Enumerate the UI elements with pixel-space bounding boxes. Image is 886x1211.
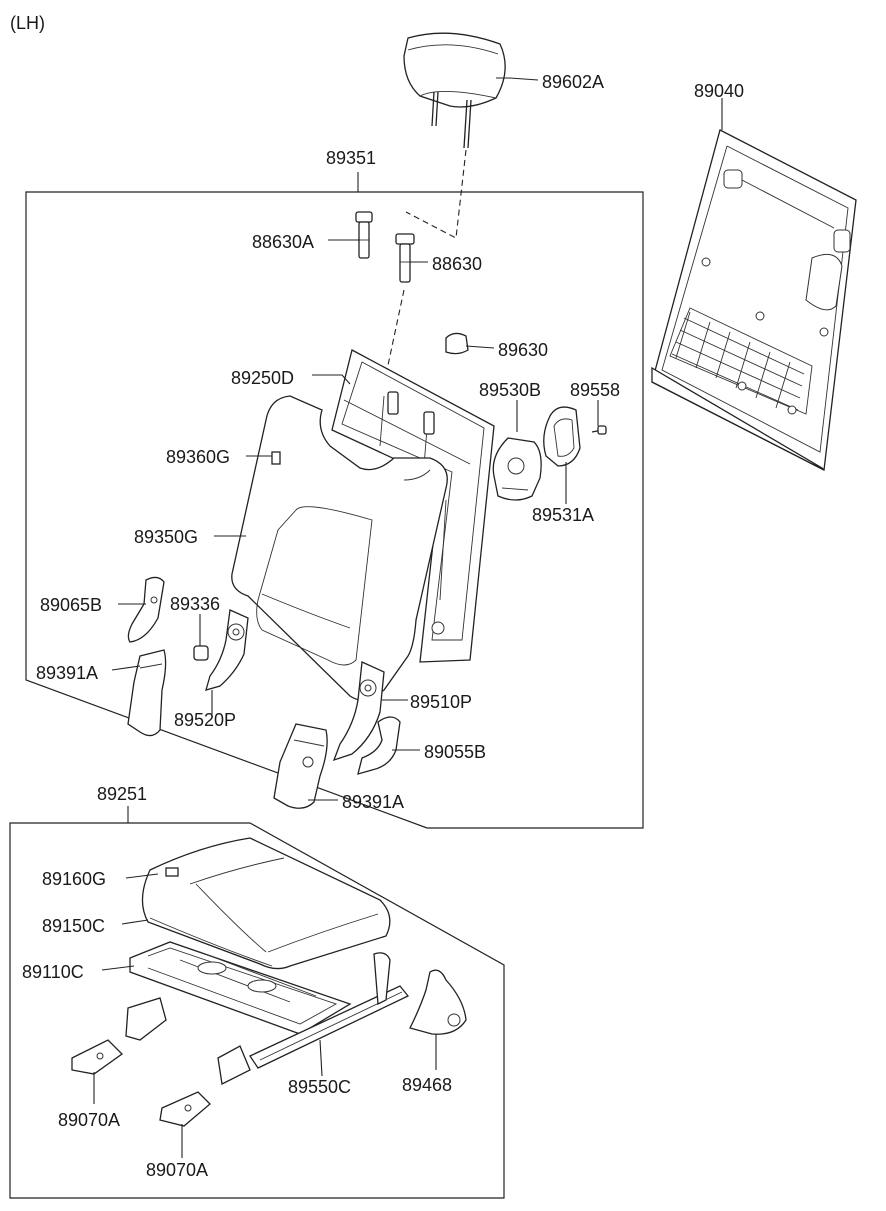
part-label-guide-lock: 88630A xyxy=(252,232,314,252)
backrest-group-frame xyxy=(25,191,644,829)
hinge-cover-outer-illustration xyxy=(357,716,401,775)
part-label-leg-front: 89070A xyxy=(58,1110,120,1130)
side-label: (LH) xyxy=(10,13,45,33)
part-label-side-shield: 89468 xyxy=(402,1075,452,1095)
part-label-clip: 89336 xyxy=(170,594,220,614)
part-label-back-board: 89040 xyxy=(694,81,744,101)
part-label-cushion-cover: 89160G xyxy=(42,869,106,889)
part-label-back-frame: 89250D xyxy=(231,368,294,388)
group-label-backrest: 89351 xyxy=(326,148,376,168)
back-board-illustration xyxy=(651,129,857,472)
recliner-cover-illustration xyxy=(543,406,581,467)
track-illustration xyxy=(217,952,410,1085)
part-labels: 89602A 89040 88630A 88630 89630 89250D 8… xyxy=(22,72,744,1180)
part-label-guide: 88630 xyxy=(432,254,482,274)
leg-rear-illustration xyxy=(159,1091,211,1127)
back-cushion-illustration xyxy=(231,395,448,701)
headrest-button-illustration xyxy=(445,332,469,355)
group-label-cushion: 89251 xyxy=(97,784,147,804)
part-label-recliner-cover: 89531A xyxy=(532,505,594,525)
guide-lock-illustration xyxy=(355,211,373,259)
part-label-track: 89550C xyxy=(288,1077,351,1097)
guide-illustration xyxy=(395,233,415,283)
side-cover-right-illustration xyxy=(273,723,328,809)
recliner-left-illustration xyxy=(205,609,249,691)
cushion-frame-illustration xyxy=(129,941,352,1035)
clip-illustration xyxy=(193,645,209,661)
part-label-hinge-cover-inner: 89065B xyxy=(40,595,102,615)
leader-lines xyxy=(93,77,723,1158)
part-label-headrest-button: 89630 xyxy=(498,340,548,360)
cushion-illustration xyxy=(141,837,391,970)
leg-front-illustration xyxy=(71,997,167,1075)
side-shield-illustration xyxy=(409,969,467,1035)
part-label-hinge-cover-outer: 89055B xyxy=(424,742,486,762)
cushion-group-frame xyxy=(9,822,505,1199)
part-label-cushion-frame: 89110C xyxy=(22,962,84,982)
recliner-lever-illustration xyxy=(492,437,542,501)
headrest-illustration xyxy=(403,32,506,149)
part-label-side-cover-right: 89391A xyxy=(342,792,404,812)
part-label-back-cover: 89360G xyxy=(166,447,230,467)
back-frame-illustration xyxy=(331,349,495,663)
part-label-recliner-right: 89510P xyxy=(410,692,472,712)
part-label-back-pad: 89350G xyxy=(134,527,198,547)
part-label-recliner-left: 89520P xyxy=(174,710,236,730)
side-cover-left-illustration xyxy=(127,649,167,737)
part-label-leg-rear: 89070A xyxy=(146,1160,208,1180)
part-label-side-cover-left: 89391A xyxy=(36,663,98,683)
part-label-screw: 89558 xyxy=(570,380,620,400)
recliner-right-illustration xyxy=(332,661,385,762)
screw-illustration xyxy=(591,425,607,435)
part-label-headrest: 89602A xyxy=(542,72,604,92)
part-label-cushion-pad: 89150C xyxy=(42,916,105,936)
hinge-cover-inner-illustration xyxy=(127,576,165,643)
part-label-recliner-lever: 89530B xyxy=(479,380,541,400)
